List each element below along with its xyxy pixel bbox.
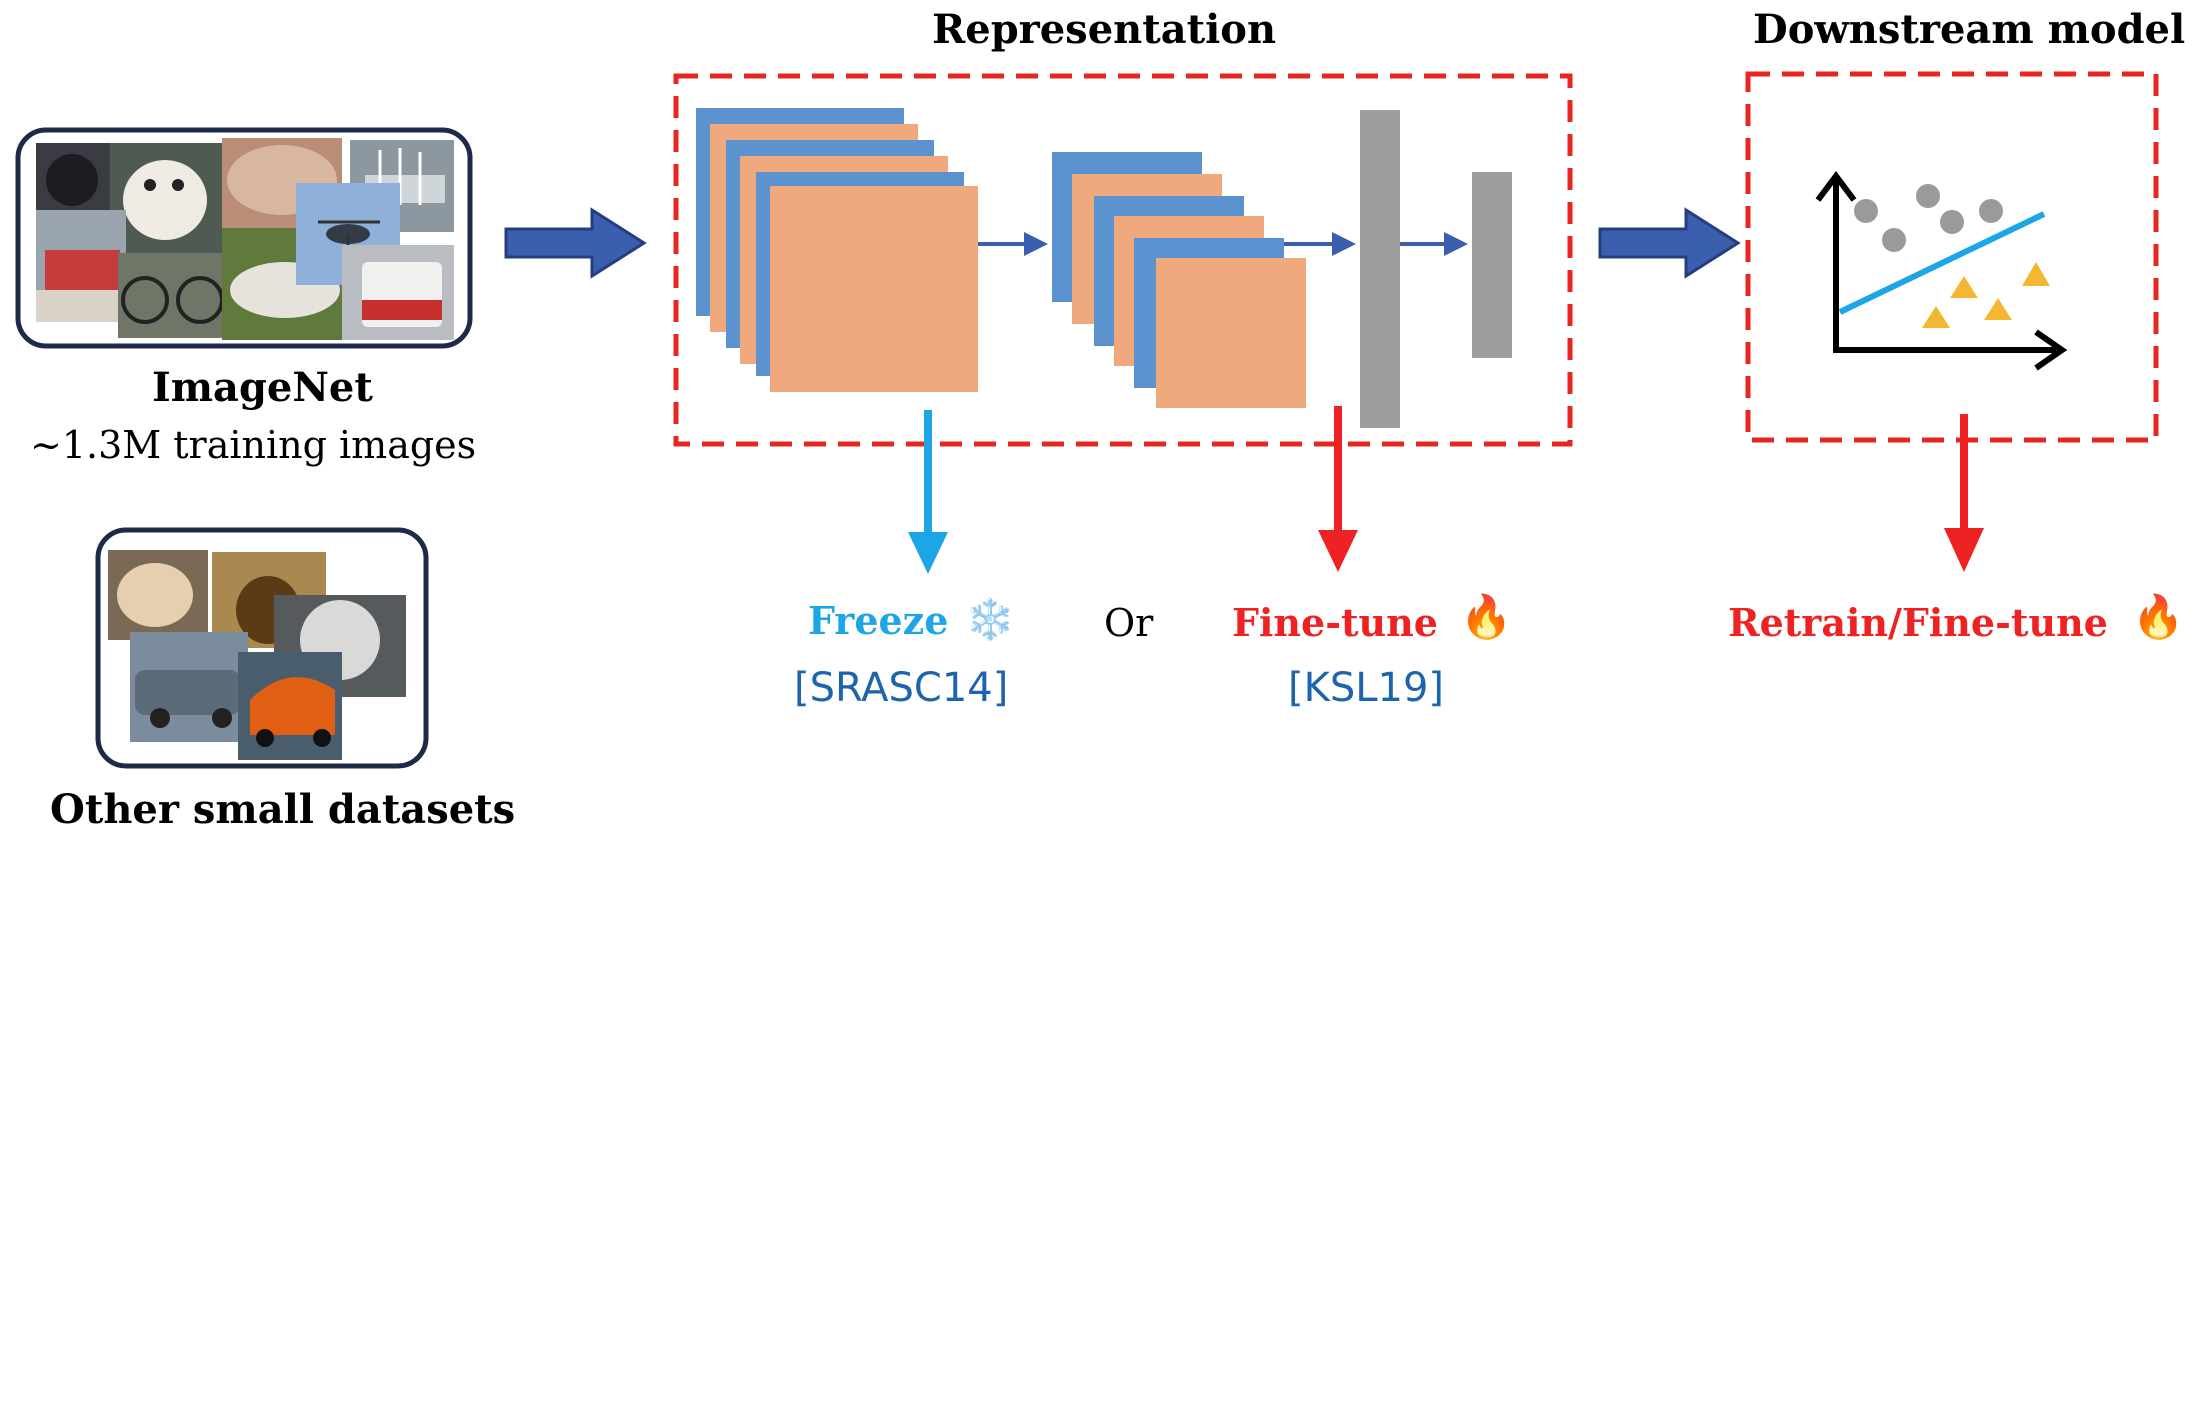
imagenet-collage-icon bbox=[15, 127, 473, 349]
fc-layer-2 bbox=[1472, 172, 1512, 358]
finetune-down-arrow bbox=[1318, 406, 1358, 572]
navy-arrow-2 bbox=[1598, 207, 1741, 279]
navy-arrow-1 bbox=[504, 207, 647, 279]
conv-block-1 bbox=[696, 108, 978, 392]
fc-layer-1 bbox=[1360, 110, 1400, 428]
fire-icon: 🔥 bbox=[2132, 592, 2185, 641]
snowflake-icon: ❄️ bbox=[965, 597, 1015, 643]
downstream-box bbox=[1745, 71, 2159, 443]
downstream-heading: Downstream model bbox=[1753, 6, 2186, 53]
retrain-down-arrow bbox=[1944, 414, 1984, 572]
freeze-citation: [SRASC14] bbox=[794, 665, 1009, 711]
representation-box bbox=[673, 73, 1573, 447]
conv-block-2 bbox=[1052, 152, 1306, 408]
or-label: Or bbox=[1104, 601, 1154, 645]
imagenet-subtitle: ~1.3M training images bbox=[30, 423, 477, 467]
fire-icon: 🔥 bbox=[1460, 592, 1513, 641]
retrain-label: Retrain/Fine-tune bbox=[1728, 600, 2108, 645]
imagenet-title: ImageNet bbox=[152, 364, 373, 411]
freeze-label: Freeze bbox=[808, 598, 949, 643]
freeze-down-arrow bbox=[908, 410, 948, 574]
finetune-label: Fine-tune bbox=[1232, 600, 1438, 645]
small-datasets-collage-icon bbox=[95, 527, 429, 769]
finetune-citation: [KSL19] bbox=[1288, 665, 1445, 711]
representation-heading: Representation bbox=[932, 6, 1277, 53]
scatter-plot-icon bbox=[1815, 171, 2068, 371]
small-datasets-title: Other small datasets bbox=[50, 786, 516, 833]
